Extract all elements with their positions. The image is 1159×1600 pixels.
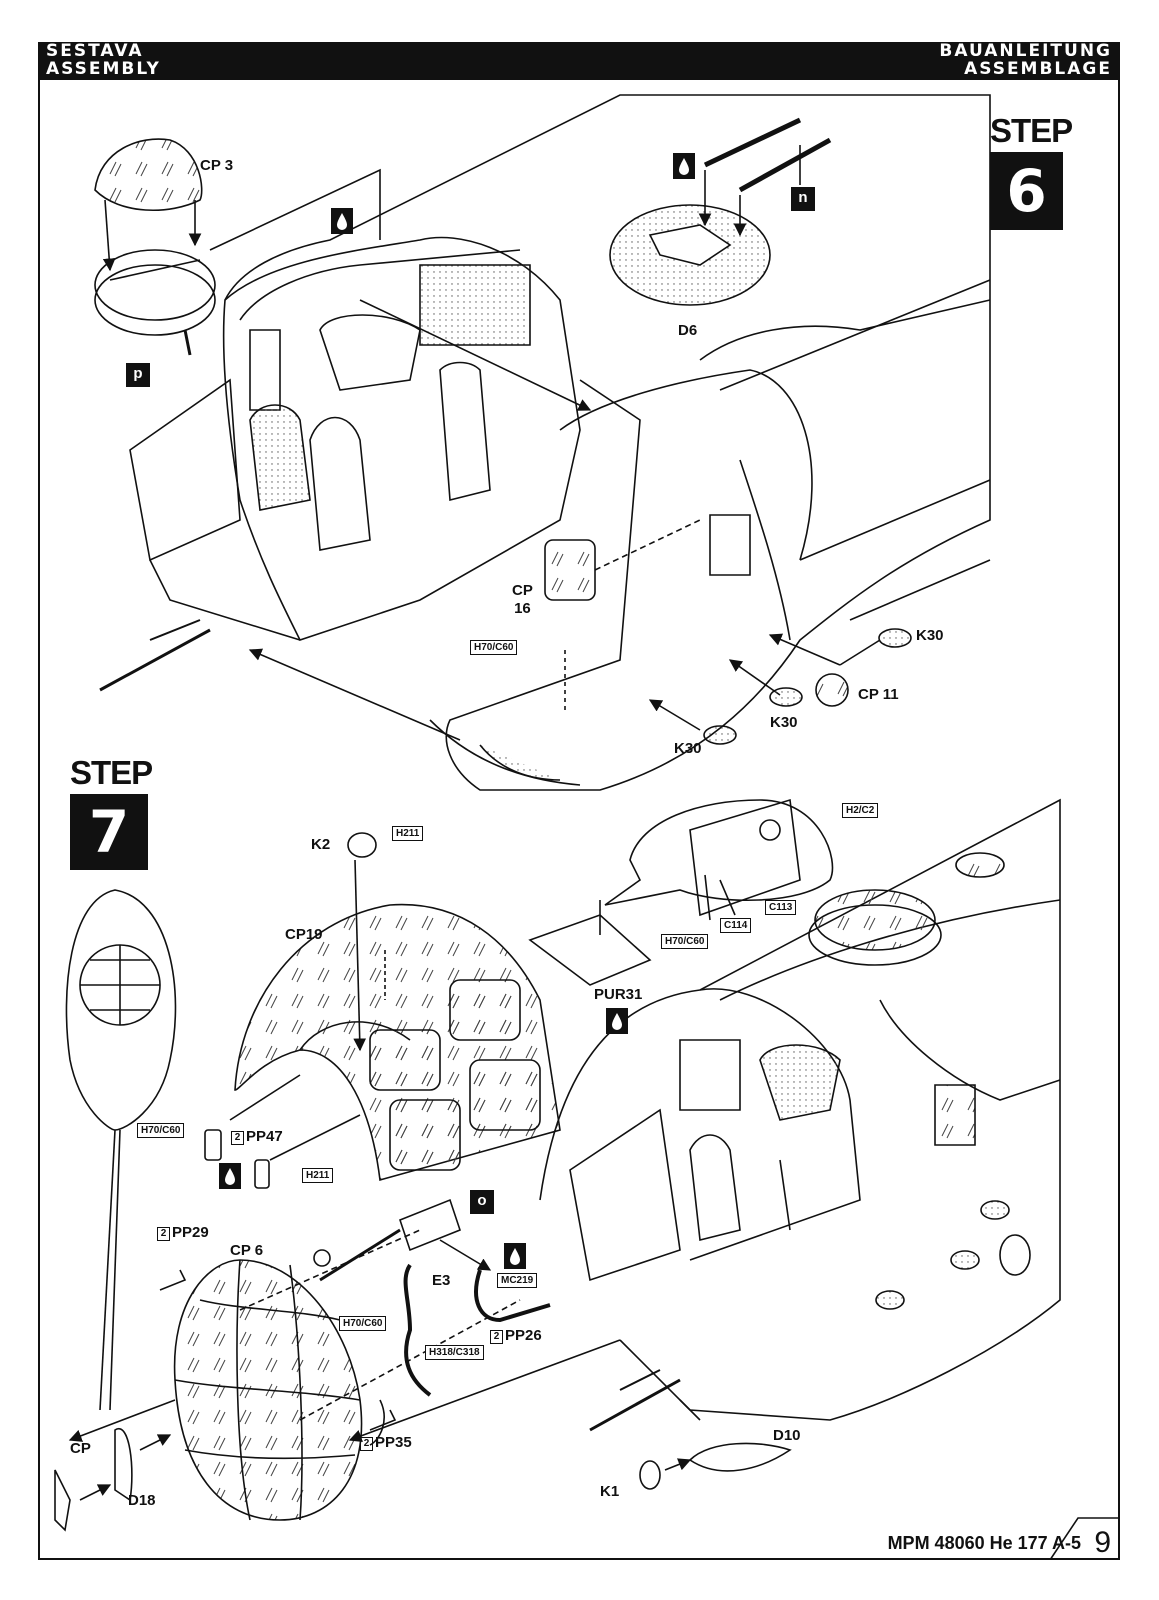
- part-pur31: PUR31: [594, 986, 643, 1003]
- step7-assembly: [55, 800, 1060, 1530]
- part-pp26-code: PP26: [505, 1327, 542, 1344]
- glue-drop-icon: [219, 1163, 241, 1189]
- footer-kit-title: MPM 48060 He 177 A-5: [887, 1533, 1081, 1553]
- part-d18: D18: [128, 1492, 156, 1509]
- part-d10: D10: [773, 1427, 801, 1444]
- header-left-line2: ASSEMBLY: [46, 59, 161, 79]
- step7-label: STEP: [70, 754, 153, 791]
- part-o: o: [470, 1190, 494, 1214]
- part-e3: E3: [432, 1272, 451, 1289]
- glue-drop-icon: [504, 1243, 526, 1269]
- glue-drop-icon: [606, 1008, 628, 1034]
- part-k30: K30: [770, 714, 798, 731]
- header-left: SESTAVA ASSEMBLY: [46, 42, 161, 78]
- paint-code-h211: H211: [302, 1168, 334, 1183]
- part-pp29-code: PP29: [172, 1224, 209, 1241]
- paint-code-h70c60: H70/C60: [661, 934, 709, 949]
- glue-drop-icon: [673, 153, 695, 179]
- part-cp11: CP 11: [858, 686, 899, 703]
- step6-number: 6: [990, 152, 1063, 230]
- part-k30: K30: [674, 740, 702, 757]
- step6-fuselage: [95, 95, 990, 790]
- sheet-number: 2: [360, 1437, 373, 1451]
- paint-code-h70c60: H70/C60: [470, 640, 518, 655]
- part-cp16-line1: CP: [512, 582, 533, 599]
- part-k30: K30: [916, 627, 944, 644]
- part-k2: K2: [311, 836, 331, 853]
- sheet-number: 2: [157, 1227, 170, 1241]
- sheet-number: 2: [490, 1330, 503, 1344]
- part-cp3: CP 3: [200, 157, 234, 174]
- paint-code-h2c2: H2/C2: [842, 803, 879, 818]
- part-k1: K1: [600, 1483, 620, 1500]
- page-corner: [1050, 1517, 1120, 1560]
- paint-code-h318c318: H318/C318: [425, 1345, 484, 1360]
- step6-label: STEP: [990, 112, 1073, 149]
- step7-number: 7: [70, 794, 148, 870]
- page-number: 9: [1094, 1526, 1111, 1559]
- glue-drop-icon: [331, 208, 353, 234]
- part-cp6: CP 6: [230, 1242, 264, 1259]
- header-right: BAUANLEITUNG ASSEMBLAGE: [939, 42, 1112, 78]
- part-cp16-line2: 16: [514, 600, 531, 617]
- sheet-number: 2: [231, 1131, 244, 1145]
- part-p: p: [126, 363, 150, 387]
- header-left-line1: SESTAVA: [46, 41, 144, 61]
- part-cp19: CP19: [285, 926, 323, 943]
- header-right-line2: ASSEMBLAGE: [964, 59, 1112, 79]
- part-d6: D6: [678, 322, 698, 339]
- part-cp16: CP 16: [512, 582, 533, 618]
- part-pp47-code: PP47: [246, 1128, 283, 1145]
- paint-code-c113: C113: [765, 900, 797, 915]
- paint-code-mc219: MC219: [497, 1273, 538, 1288]
- header-right-line1: BAUANLEITUNG: [939, 41, 1112, 61]
- paint-code-h70c60: H70/C60: [339, 1316, 387, 1331]
- paint-code-c114: C114: [720, 918, 752, 933]
- page-header: SESTAVA ASSEMBLY BAUANLEITUNG ASSEMBLAGE: [38, 42, 1120, 80]
- part-pp35-code: PP35: [375, 1434, 412, 1451]
- paint-code-h211: H211: [392, 826, 424, 841]
- paint-code-h70c60: H70/C60: [137, 1123, 185, 1138]
- part-cp: CP: [70, 1440, 91, 1457]
- part-n: n: [791, 187, 815, 211]
